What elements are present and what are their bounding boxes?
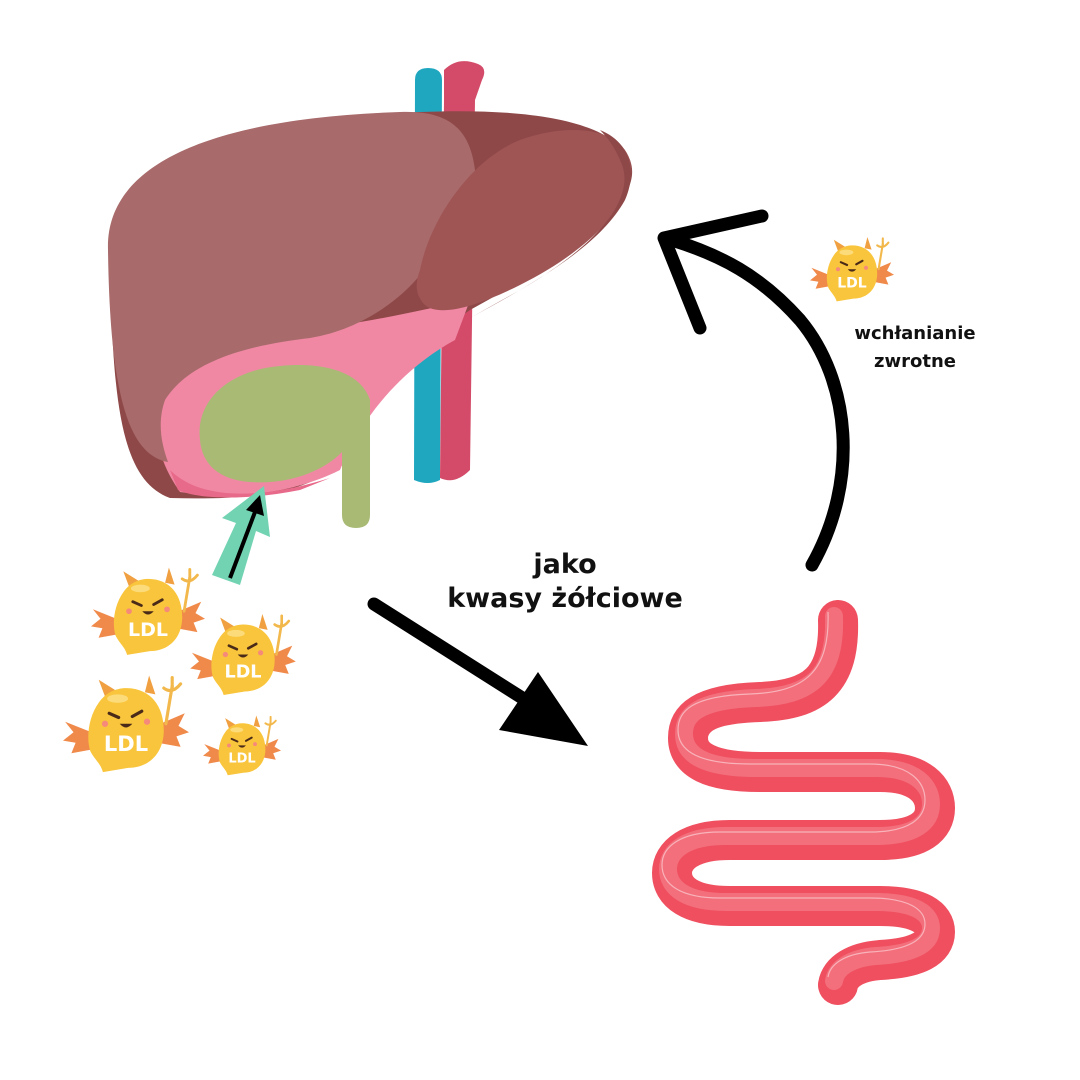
ldl-label: LDL (837, 275, 867, 291)
ldl-label: LDL (104, 732, 148, 756)
reabsorption-label: wchłanianie zwrotne (830, 320, 1000, 376)
ldl-character: LDL (202, 714, 282, 777)
reabsorption-label-line2: zwrotne (874, 350, 956, 372)
ldl-character-reabsorbed: LDL (808, 235, 896, 303)
intestine (652, 600, 955, 1005)
gallbladder (199, 365, 370, 528)
ldl-label: LDL (128, 619, 168, 641)
bile-acids-label-line2: kwasy żółciowe (447, 582, 683, 614)
ldl-character: LDL (89, 566, 207, 657)
ldl-character: LDL (188, 612, 298, 697)
reabsorption-label-line1: wchłanianie (854, 323, 976, 344)
liver-underside-edge (170, 470, 330, 498)
ldl-character: LDL (61, 673, 191, 774)
bile-acids-label-line1: jako (533, 549, 597, 580)
liver-right-lobe-edge (470, 130, 631, 318)
liver-right-lobe (416, 129, 632, 311)
ldl-label: LDL (228, 751, 255, 766)
bile-acids-label: jako kwasy żółciowe (420, 548, 710, 616)
liver-left-lobe (107, 111, 476, 462)
reabsorption-arrow (657, 209, 850, 572)
ldl-label: LDL (224, 662, 261, 682)
liver (107, 111, 633, 499)
bile-acids-arrow (367, 597, 588, 746)
ldl-uptake-arrow (212, 486, 270, 585)
